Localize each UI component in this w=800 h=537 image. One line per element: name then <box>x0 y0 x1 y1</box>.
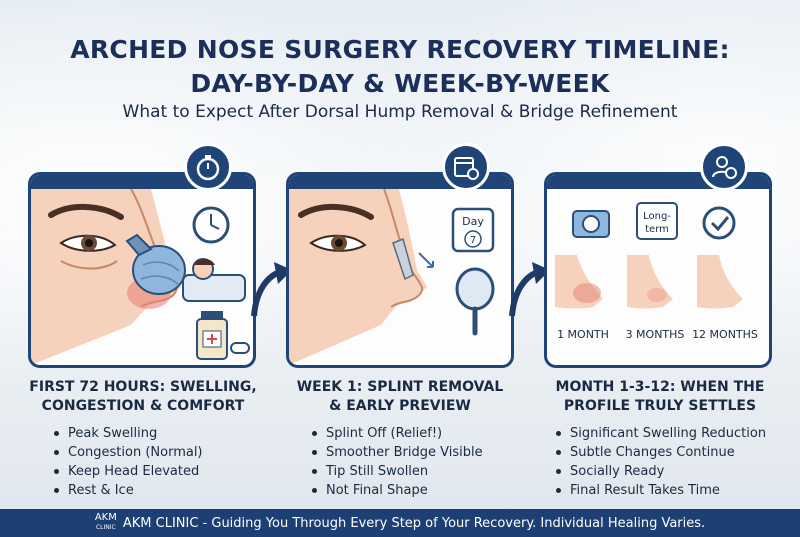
splint-icon <box>392 237 414 281</box>
panel-week-1: Day 7 <box>286 172 514 368</box>
stopwatch-icon <box>184 143 232 191</box>
month-label: 1 MONTH <box>557 328 609 341</box>
list-item: Not Final Shape <box>312 481 483 500</box>
camera-icon <box>572 210 610 238</box>
list-week-1: Splint Off (Relief!) Smoother Bridge Vis… <box>312 424 483 500</box>
month-label: 3 MONTHS <box>626 328 685 341</box>
clinic-logo: AKM CLINIC <box>94 512 117 532</box>
calendar-clock-icon <box>442 143 490 191</box>
profile-progression-illustration: Long- term 1 MONTH 3 MONTHS 12 MONTHS <box>555 202 758 341</box>
svg-text:Long-: Long- <box>643 211 671 222</box>
face-splint-illustration <box>289 188 434 365</box>
user-check-icon <box>700 143 748 191</box>
list-item: Smoother Bridge Visible <box>312 443 483 462</box>
calendar-day-icon: Day 7 <box>451 207 495 253</box>
panel-month-1-3-12: Long- term 1 MONTH 3 MONTHS 12 MONTHS <box>544 172 772 368</box>
list-item: Final Result Takes Time <box>556 481 766 500</box>
checkmark-icon <box>702 206 736 240</box>
column-title-month-1-3-12: MONTH 1-3-12: WHEN THE PROFILE TRULY SET… <box>555 379 765 414</box>
page-title: ARCHED NOSE SURGERY RECOVERY TIMELINE: D… <box>0 33 800 101</box>
list-first-72-hours: Peak Swelling Congestion (Normal) Keep H… <box>54 424 203 500</box>
medicine-bottle-icon <box>196 311 250 360</box>
profile-12-months <box>697 255 743 309</box>
profile-3-months <box>627 255 673 309</box>
hand-mirror-icon <box>455 267 495 336</box>
arrow-right-icon <box>509 262 550 317</box>
footer-bar: AKM CLINIC AKM CLINIC - Guiding You Thro… <box>0 509 800 537</box>
list-item: Congestion (Normal) <box>54 443 203 462</box>
clock-icon <box>192 206 230 244</box>
list-item: Subtle Changes Continue <box>556 443 766 462</box>
list-item: Rest & Ice <box>54 481 203 500</box>
column-title-week-1: WEEK 1: SPLINT REMOVAL & EARLY PREVIEW <box>296 379 504 414</box>
ice-pack-icon <box>125 233 186 295</box>
panel-first-72-hours <box>28 172 256 368</box>
page-subtitle: What to Expect After Dorsal Hump Removal… <box>122 102 678 122</box>
list-item: Socially Ready <box>556 462 766 481</box>
arrow-right-icon <box>251 262 292 317</box>
panel1-side-icons <box>182 206 250 360</box>
footer-text: AKM CLINIC - Guiding You Through Every S… <box>122 515 706 531</box>
list-item: Splint Off (Relief!) <box>312 424 483 443</box>
list-item: Keep Head Elevated <box>54 462 203 481</box>
svg-text:Day: Day <box>462 215 484 228</box>
svg-text:7: 7 <box>470 235 476 246</box>
title-line-2: DAY-BY-DAY & WEEK-BY-WEEK <box>190 69 610 98</box>
panel2-side-icons: Day 7 <box>451 207 495 336</box>
sleeping-person-icon <box>182 258 246 302</box>
list-item: Peak Swelling <box>54 424 203 443</box>
profile-1-month <box>555 255 603 309</box>
svg-text:term: term <box>645 224 669 235</box>
list-month-1-3-12: Significant Swelling Reduction Subtle Ch… <box>556 424 766 500</box>
month-label: 12 MONTHS <box>692 328 758 341</box>
long-term-calendar-icon: Long- term <box>636 202 678 240</box>
column-title-first-72-hours: FIRST 72 HOURS: SWELLING, CONGESTION & C… <box>29 379 257 414</box>
list-item: Significant Swelling Reduction <box>556 424 766 443</box>
title-line-1: ARCHED NOSE SURGERY RECOVERY TIMELINE: <box>70 35 730 64</box>
list-item: Tip Still Swollen <box>312 462 483 481</box>
face-ice-pack-illustration <box>31 188 186 365</box>
